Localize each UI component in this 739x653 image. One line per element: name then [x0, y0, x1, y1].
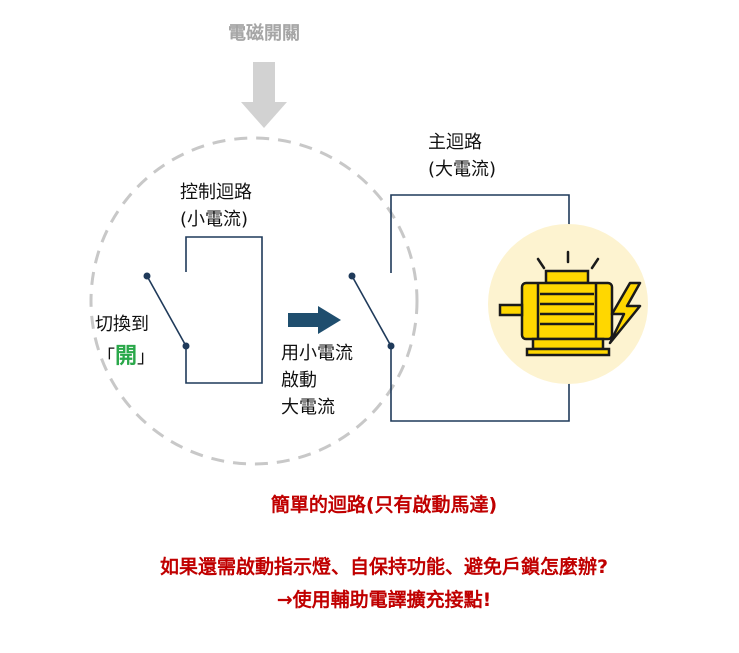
action-label-line1: 用小電流 — [281, 343, 353, 364]
action-label-line2: 啟動 — [281, 370, 317, 391]
open-bracket: 「 — [97, 347, 115, 368]
top-label: 電磁開關 — [228, 22, 300, 44]
main-circuit-sublabel: (大電流) — [428, 159, 496, 180]
caption: 簡單的迴路(只有啟動馬達) — [271, 493, 497, 516]
question-text: 如果還需啟動指示燈、自保持功能、避免戶鎖怎麼辦? — [160, 555, 608, 578]
main-circuit-label: 主迴路 — [428, 132, 482, 153]
control-switch — [143, 272, 190, 350]
control-circuit-sublabel: (小電流) — [180, 209, 248, 230]
right-arrow-icon — [288, 306, 341, 334]
relay-boundary-circle — [89, 136, 419, 466]
control-circuit-wire — [185, 236, 263, 384]
answer-text: →使用輔助電譯擴充接點! — [277, 588, 492, 611]
close-bracket: 」 — [137, 347, 155, 368]
action-label-line3: 大電流 — [281, 397, 335, 418]
main-switch — [348, 272, 395, 350]
down-arrow-icon — [241, 62, 287, 128]
lightning-icon — [608, 281, 642, 345]
main-circuit-wire — [390, 194, 570, 422]
motor-icon — [488, 224, 648, 384]
switch-state-line: 「開」 — [97, 344, 155, 369]
control-circuit-label: 控制迴路 — [180, 182, 252, 203]
switch-state: 開 — [115, 344, 137, 369]
switch-label: 切換到 — [95, 314, 149, 335]
